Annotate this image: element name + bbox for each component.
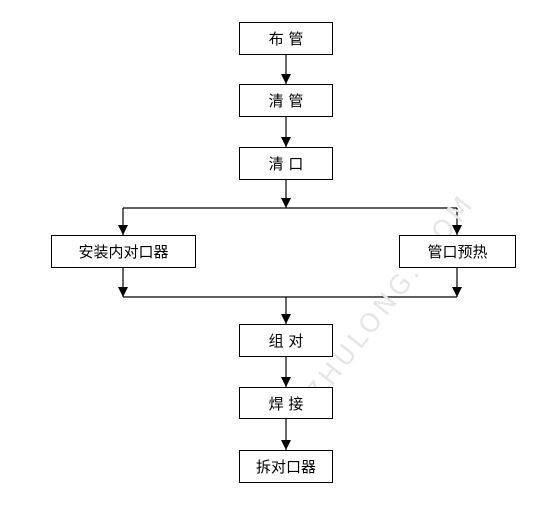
- step-clean-mouth: 清 口: [239, 147, 333, 180]
- step-remove-clamp: 拆对口器: [239, 450, 333, 483]
- step-install-internal-clamp: 安装内对口器: [51, 235, 196, 268]
- step-assemble: 组 对: [239, 324, 333, 357]
- step-clean-pipe: 清 管: [239, 84, 333, 117]
- step-pipe-end-preheat: 管口预热: [399, 235, 516, 268]
- step-weld: 焊 接: [239, 387, 333, 419]
- step-lay-pipe: 布 管: [239, 22, 333, 55]
